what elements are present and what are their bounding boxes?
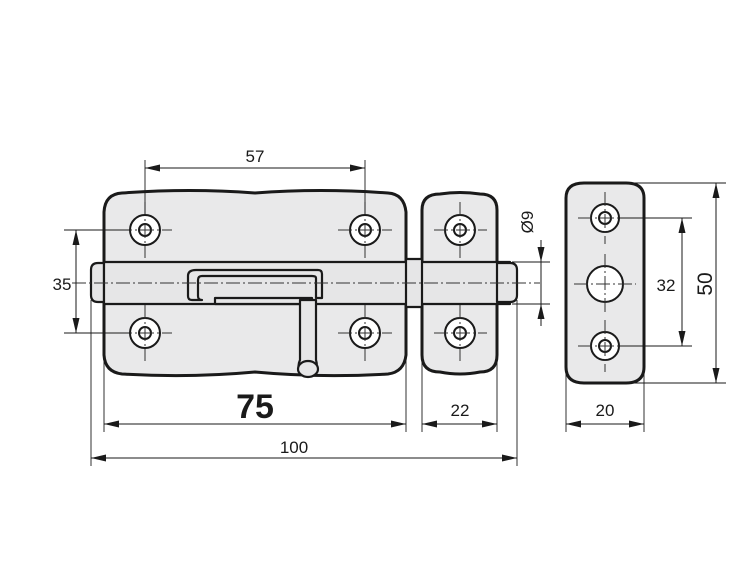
dim-50-label: 50 [694, 272, 717, 295]
dim-75-label: 75 [236, 388, 274, 426]
dim-20-label: 20 [596, 401, 615, 420]
dim-22: 22 [421, 360, 498, 432]
dim-35-label: 35 [53, 275, 72, 294]
dim-20: 20 [565, 370, 645, 432]
handle-slot [186, 268, 324, 302]
dim-diameter-label: Ø9 [518, 211, 537, 234]
dim-22-label: 22 [451, 401, 470, 420]
dim-100: 100 [90, 300, 518, 466]
dim-57-label: 57 [246, 147, 265, 166]
dim-57: 57 [144, 147, 366, 216]
dim-32: 32 [620, 217, 692, 347]
handle-knob [296, 359, 320, 379]
handle-bar [213, 296, 314, 306]
dim-32-label: 32 [657, 276, 676, 295]
dim-100-label: 100 [280, 438, 308, 457]
dim-35: 35 [53, 229, 130, 334]
dim-75: 75 [103, 310, 407, 432]
center-lines [72, 192, 636, 372]
dim-50: 50 [630, 182, 726, 384]
dim-diameter-9: Ø9 [512, 211, 550, 326]
